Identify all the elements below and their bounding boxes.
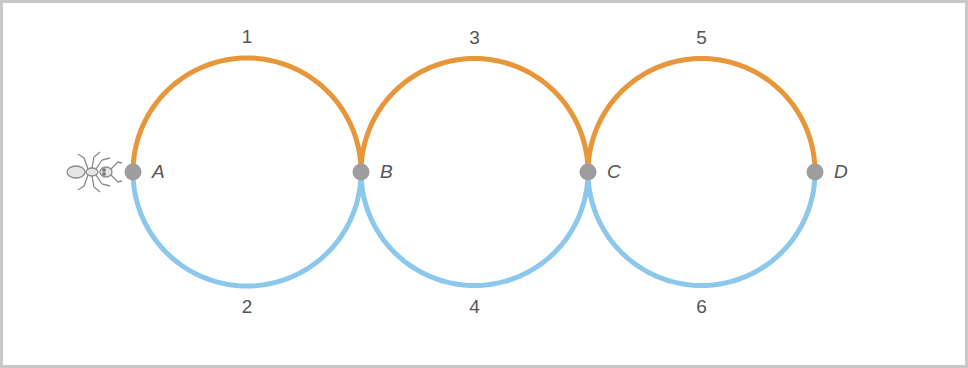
arc-path	[133, 58, 360, 163]
point-dot	[124, 163, 142, 181]
arc-path	[588, 181, 814, 286]
arc-path	[133, 181, 360, 286]
point-label: B	[380, 161, 393, 183]
point-dot	[352, 163, 370, 181]
point-label: D	[834, 161, 848, 183]
point-node: C	[579, 163, 597, 181]
arc-number: 2	[242, 296, 253, 318]
point-dot-fill	[353, 164, 370, 181]
point-dot	[579, 163, 597, 181]
ant-figure	[67, 152, 122, 192]
point-label: A	[152, 161, 165, 183]
arc-path	[361, 59, 587, 164]
arc-number: 1	[242, 26, 253, 48]
arc-number: 3	[469, 27, 480, 49]
arc-path	[361, 181, 587, 286]
point-node: B	[352, 163, 370, 181]
arc-number: 5	[696, 27, 707, 49]
point-node: D	[806, 163, 824, 181]
arc-number: 6	[696, 296, 707, 318]
point-dot	[806, 163, 824, 181]
point-dot-fill	[807, 164, 824, 181]
point-dot-fill	[580, 164, 597, 181]
arc-path	[588, 59, 814, 164]
point-node: A	[124, 163, 142, 181]
point-dot-fill	[125, 164, 142, 181]
point-label: C	[607, 161, 621, 183]
arc-number: 4	[469, 296, 480, 318]
